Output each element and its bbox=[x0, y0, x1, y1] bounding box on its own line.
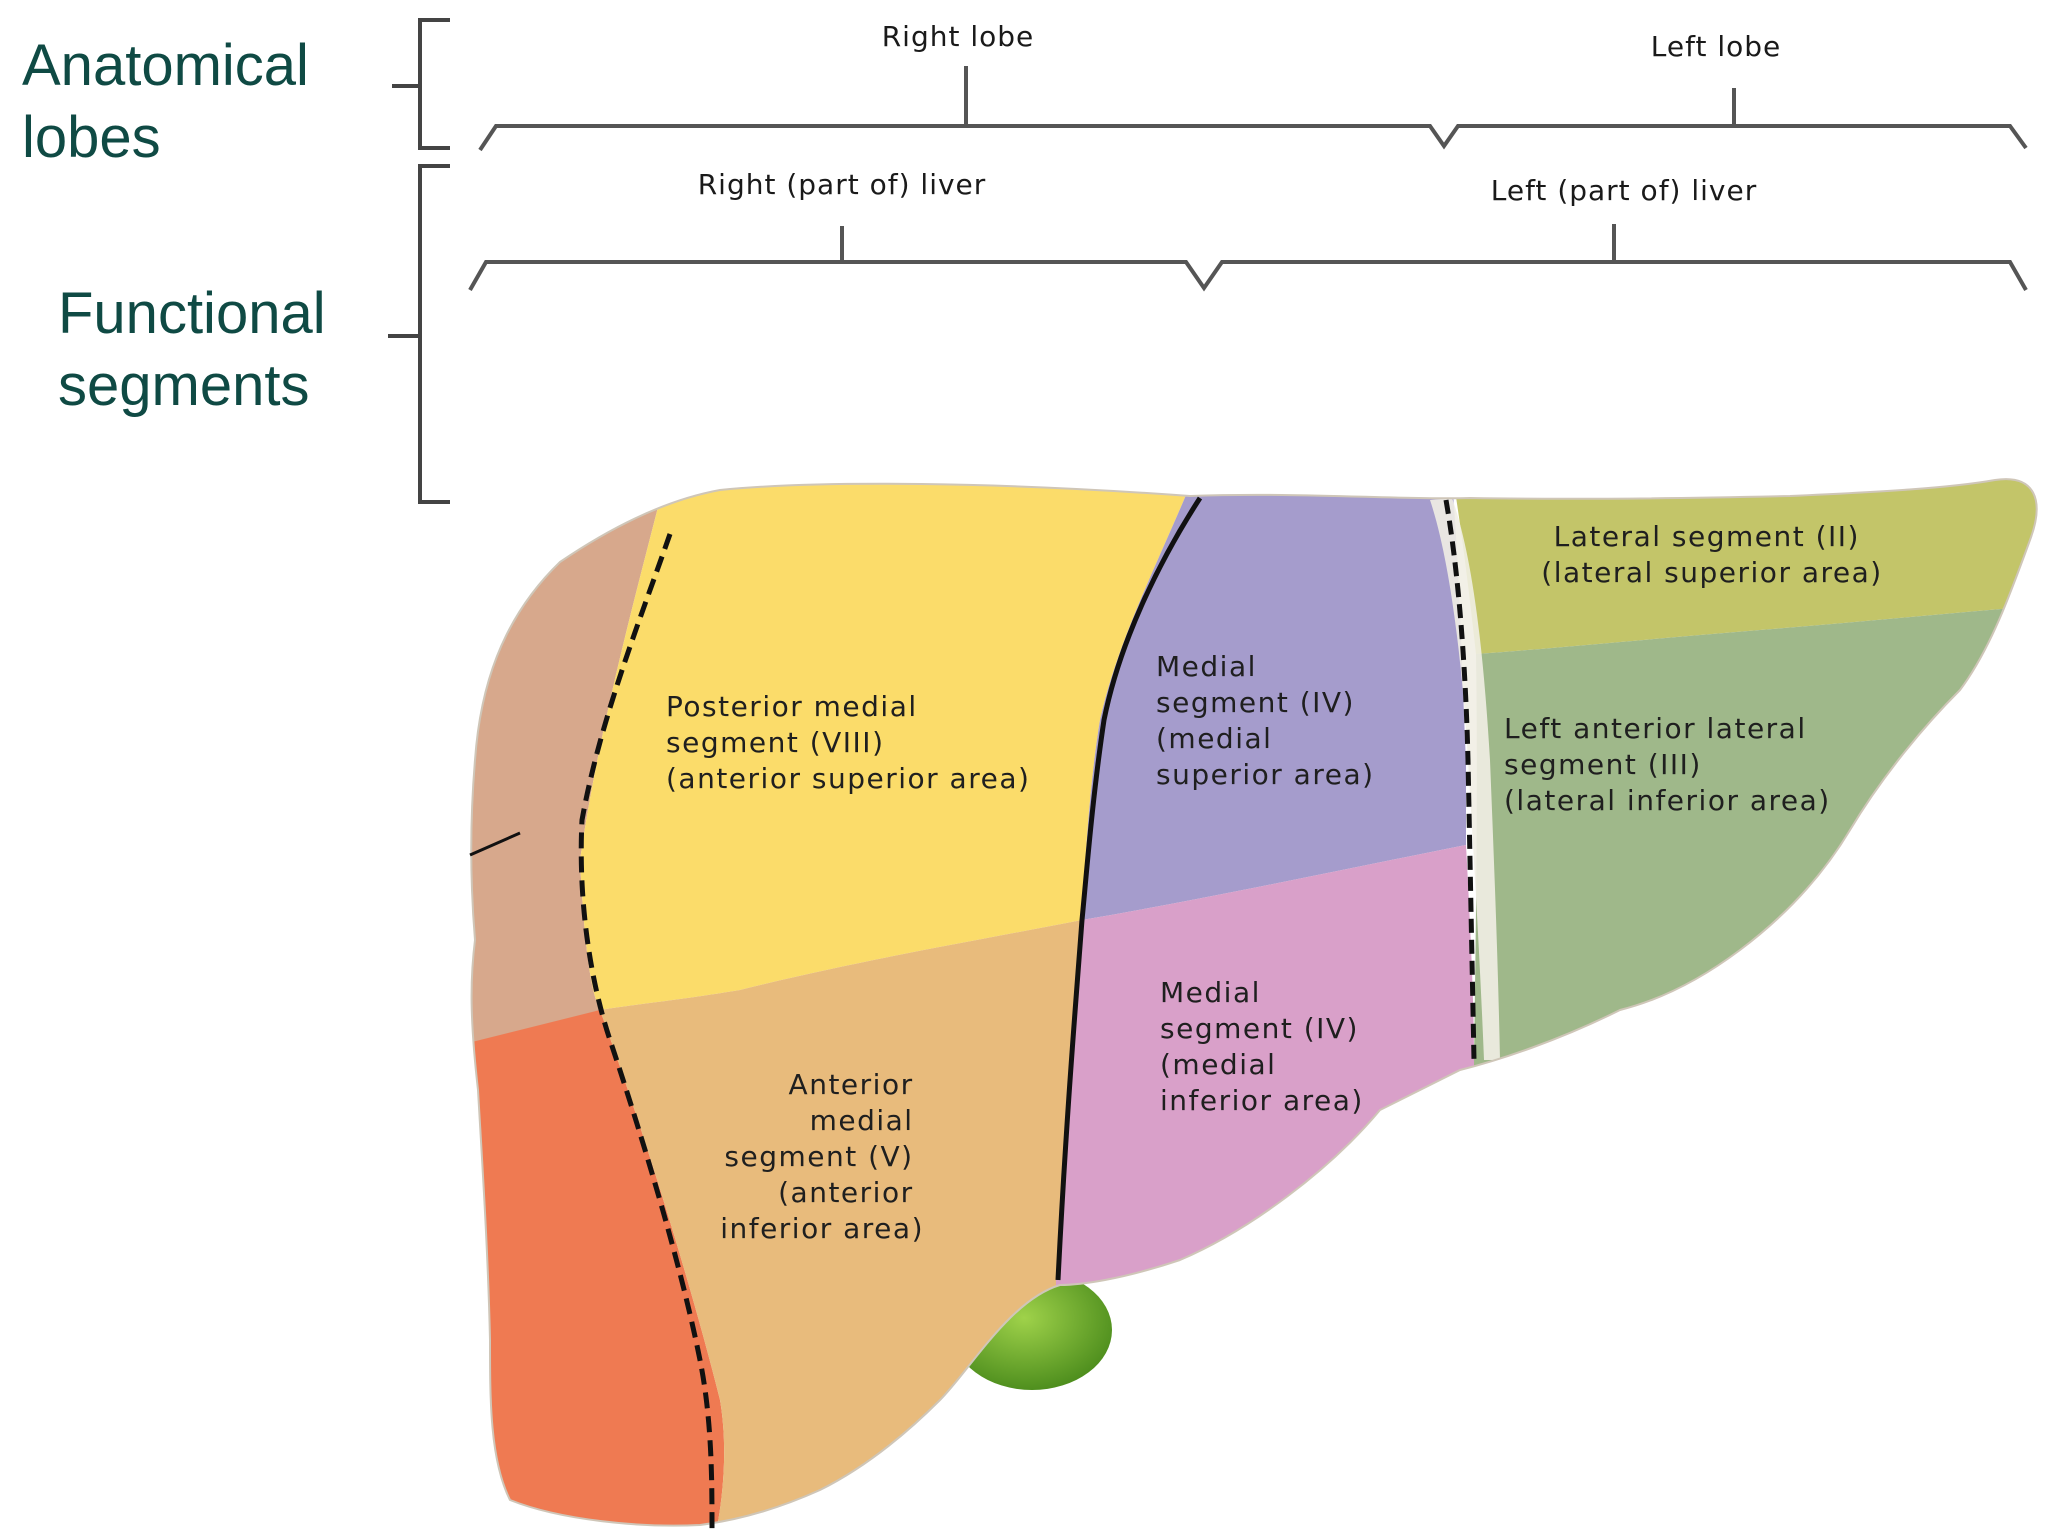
posterior-medial-label: Posterior medial segment (VIII) (anterio… bbox=[666, 690, 1030, 795]
lateral-superior-region bbox=[1450, 479, 2037, 654]
right-lobe-label: Right lobe bbox=[882, 20, 1035, 53]
lobes-brace bbox=[478, 124, 2028, 152]
anatomical-lobes-line-2: lobes bbox=[22, 105, 161, 170]
posterior-medial-region bbox=[580, 479, 1200, 1010]
medial-superior-label: Medial segment (IV) (medial superior are… bbox=[1156, 650, 1375, 791]
left-anterior-lateral-label: Left anterior lateral segment (III) (lat… bbox=[1504, 712, 1831, 817]
functional-side-bracket bbox=[418, 164, 450, 504]
right-portal-scissura-line bbox=[578, 533, 715, 1531]
anatomical-lobes-line-1: Anatomical bbox=[22, 33, 309, 98]
liver-outline bbox=[470, 478, 2038, 1527]
medial-inferior-label: Medial segment (IV) (medial inferior are… bbox=[1160, 976, 1369, 1117]
posterior-lateral-region bbox=[471, 479, 670, 1070]
left-liver-label: Left (part of) liver bbox=[1491, 174, 1758, 207]
anatomical-side-bracket bbox=[418, 18, 450, 150]
surface-marker-line bbox=[469, 831, 521, 857]
functional-segments-heading: Functional segments bbox=[58, 278, 326, 422]
left-lobe-label: Left lobe bbox=[1651, 30, 1782, 63]
falciform-ligament bbox=[1430, 498, 1500, 1060]
main-portal-scissura-line bbox=[1055, 496, 1203, 1281]
right-liver-label: Right (part of) liver bbox=[698, 168, 987, 201]
medial-inferior-region bbox=[1056, 845, 1474, 1526]
lateral-superior-label: Lateral segment (II) (lateral superior a… bbox=[1541, 520, 1882, 589]
anterior-medial-label: Anterior medial segment (V) (anterior in… bbox=[720, 1068, 924, 1245]
liver-parts-brace bbox=[468, 260, 2028, 292]
medial-superior-region bbox=[1082, 479, 1467, 920]
functional-segments-line-2: segments bbox=[58, 353, 310, 418]
functional-segments-line-1: Functional bbox=[58, 281, 326, 346]
left-portal-scissura-line bbox=[1443, 499, 1477, 1061]
anatomical-lobes-heading: Anatomical lobes bbox=[22, 30, 309, 174]
